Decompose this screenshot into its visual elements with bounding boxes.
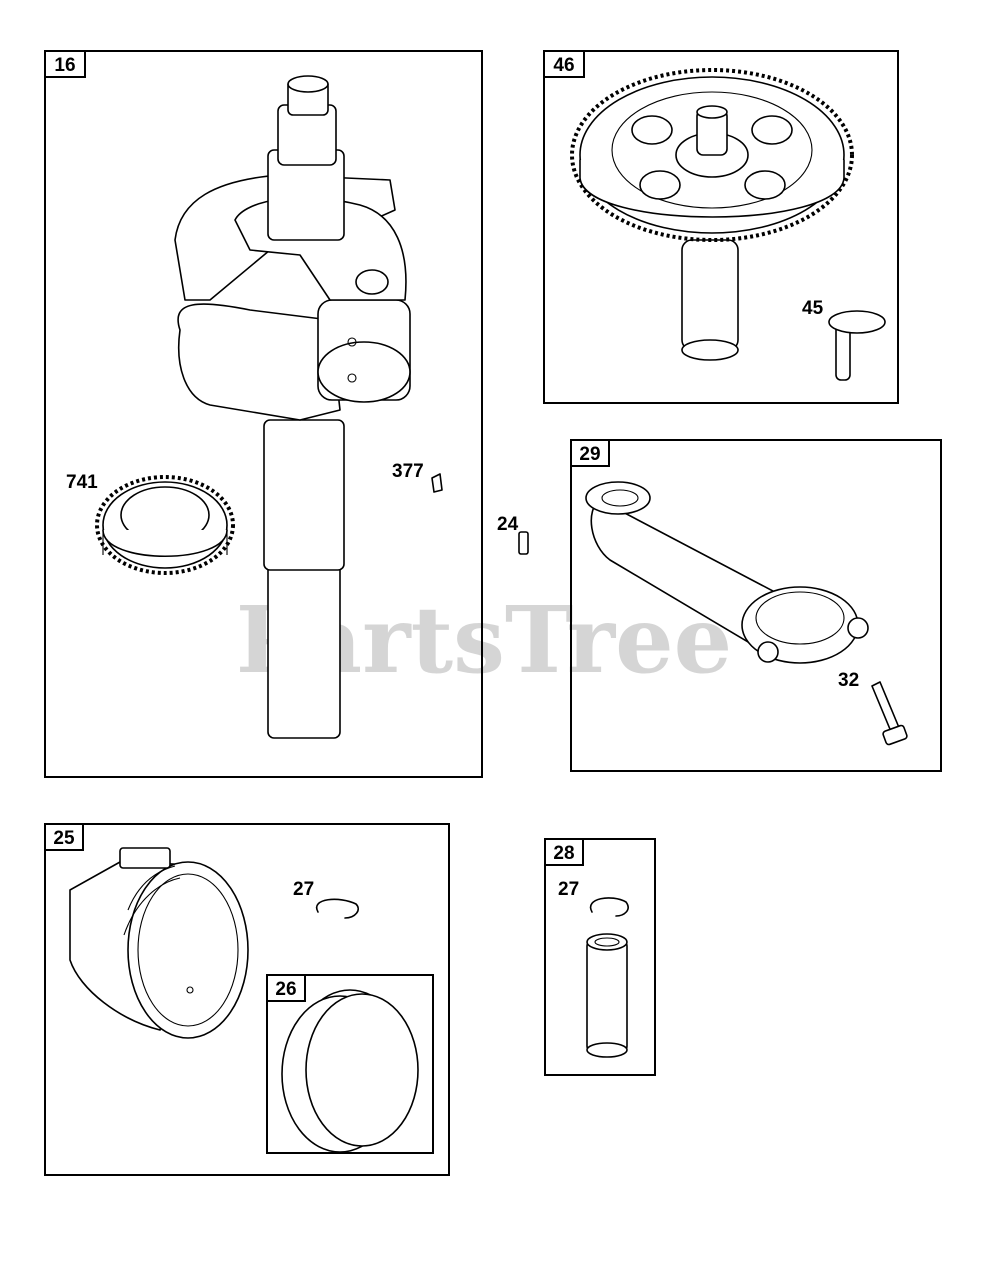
callout-27-piston[interactable]: 27 <box>293 879 314 900</box>
connecting-rod-illustration <box>585 481 869 664</box>
group-46-tag-box <box>543 50 585 78</box>
group-25-frame <box>44 823 450 1176</box>
group-28-wrist-pin[interactable]: 28 27 <box>544 838 656 1076</box>
piston-illustration <box>69 847 249 1039</box>
group-16-frame <box>44 50 483 778</box>
retaining-ring-illustration <box>589 897 629 917</box>
retaining-ring-illustration <box>315 898 360 919</box>
group-16-crankshaft[interactable]: 16 <box>44 50 483 778</box>
group-46-camshaft[interactable]: 46 45 <box>543 50 899 404</box>
group-26-tag: 26 <box>275 979 296 1000</box>
cam-gear-illustration <box>570 68 854 361</box>
crankshaft-illustration <box>174 75 411 739</box>
group-28-frame <box>544 838 656 1076</box>
group-29-tag-box <box>570 439 610 467</box>
pin-illustration <box>518 531 529 555</box>
callout-24[interactable]: 24 <box>497 514 519 535</box>
timing-gear-illustration <box>95 475 235 575</box>
group-28-tag-box <box>544 838 584 866</box>
callout-377[interactable]: 377 <box>392 461 424 482</box>
valve-tappet-illustration <box>828 310 886 381</box>
callout-27-wrist-pin[interactable]: 27 <box>558 879 579 900</box>
group-29-frame <box>570 439 942 772</box>
group-46-tag: 46 <box>553 55 574 76</box>
group-25-tag-box <box>44 823 84 851</box>
group-29-tag: 29 <box>579 444 600 465</box>
group-26-tag-box <box>266 974 306 1002</box>
callout-32[interactable]: 32 <box>838 670 859 691</box>
group-25-tag: 25 <box>53 828 75 849</box>
group-26-piston-rings[interactable]: 26 <box>266 974 434 1154</box>
callout-741[interactable]: 741 <box>66 472 98 493</box>
group-26-frame <box>266 974 434 1154</box>
group-29-connecting-rod[interactable]: 29 32 <box>570 439 942 772</box>
group-28-tag: 28 <box>553 843 574 864</box>
group-16-tag: 16 <box>54 55 75 76</box>
piston-rings-illustration <box>281 989 419 1153</box>
key-illustration <box>431 473 443 493</box>
wrist-pin-illustration <box>586 933 628 1058</box>
rod-bolt-illustration <box>871 681 908 746</box>
group-46-frame <box>543 50 899 404</box>
group-16-tag-box <box>44 50 86 78</box>
callout-45[interactable]: 45 <box>802 298 824 319</box>
part-24-pin[interactable]: 24 <box>497 514 529 555</box>
group-25-piston[interactable]: 25 27 26 <box>44 823 450 1176</box>
